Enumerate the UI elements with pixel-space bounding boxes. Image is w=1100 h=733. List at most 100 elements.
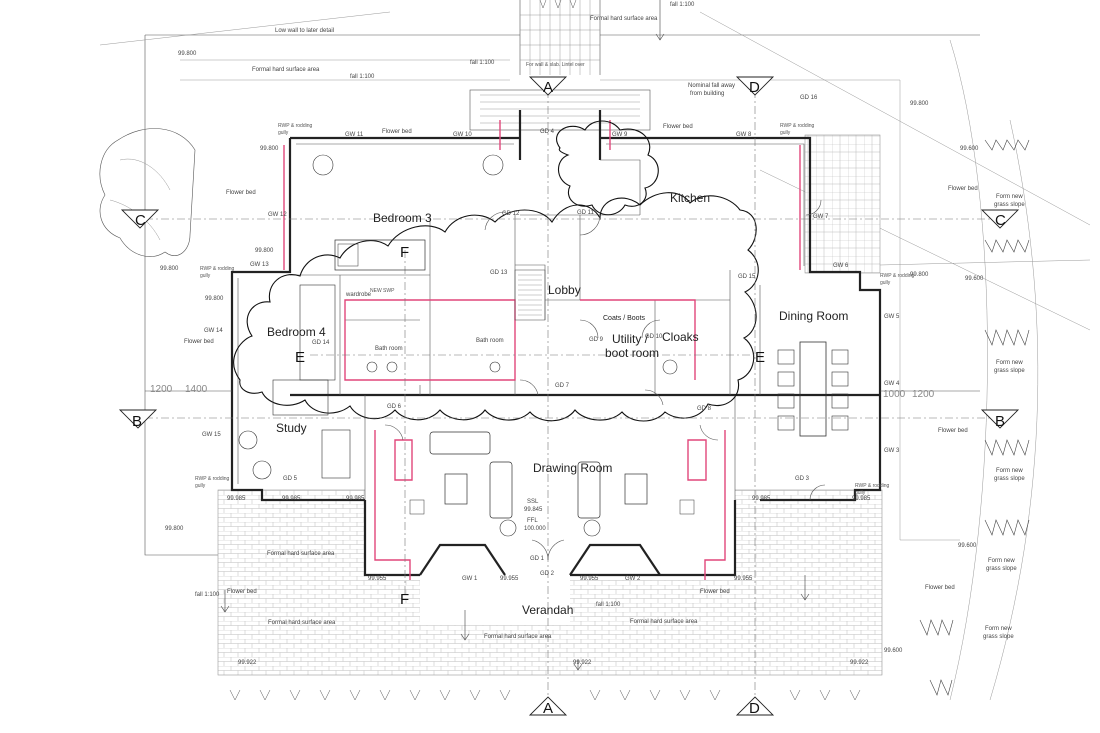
note-grass-1a: Form new	[996, 194, 1023, 200]
note-lintel: For wall & slab. Lintel over	[526, 62, 585, 68]
section-b-left: B	[132, 413, 142, 430]
level-ssl-value: 99.845	[524, 507, 543, 513]
level-11: 99.985	[346, 496, 365, 502]
section-f-top: F	[400, 244, 409, 261]
door-gd16: GD 16	[800, 95, 818, 101]
room-verandah: Verandah	[522, 603, 573, 617]
note-hard-2: Formal hard surface area	[252, 67, 320, 73]
section-d-bottom: D	[749, 700, 760, 717]
bay-windows	[419, 543, 661, 576]
room-dining: Dining Room	[779, 309, 848, 323]
window-gw1: GW 1	[462, 576, 478, 582]
door-gd14: GD 14	[312, 340, 330, 346]
room-study: Study	[276, 421, 307, 435]
entrance-path	[469, 0, 651, 131]
room-bedroom-3: Bedroom 3	[373, 211, 432, 225]
note-grass-3a: Form new	[996, 468, 1023, 474]
level-10: 99.985	[282, 496, 301, 502]
level-24: 99.600	[884, 648, 903, 654]
level-6: 99.800	[910, 101, 929, 107]
section-c-right: C	[995, 212, 1006, 229]
grass-slope-hatch	[919, 139, 1030, 696]
window-gw14: GW 14	[204, 328, 223, 334]
room-lobby: Lobby	[548, 283, 581, 297]
window-gw4: GW 4	[884, 381, 900, 387]
door-gd10: GD 10	[645, 334, 663, 340]
fall-arrows	[220, 0, 810, 671]
window-labels: GW 11 GW 10 GW 9 GW 8 GW 12 GW 13 GW 14 …	[202, 132, 900, 582]
note-rwp-2b: gully	[780, 130, 791, 136]
note-grass-5b: grass slope	[983, 634, 1014, 640]
note-rwp-5b: gully	[195, 483, 206, 489]
level-14: 99.955	[368, 576, 387, 582]
revision-clouds	[233, 120, 759, 422]
note-rwp-3a: RWP & rodding	[880, 273, 914, 279]
note-fall-5: fall 1:100	[670, 2, 695, 8]
level-3: 99.800	[255, 248, 274, 254]
window-gw8: GW 8	[736, 132, 752, 138]
note-flower-1: Flower bed	[382, 129, 412, 135]
room-drawing: Drawing Room	[533, 461, 612, 475]
window-gw5: GW 5	[884, 314, 900, 320]
note-flower-8: Flower bed	[700, 589, 730, 595]
door-gd11: GD 11	[577, 210, 595, 216]
section-f-bottom: F	[400, 591, 409, 608]
note-flower-7: Flower bed	[227, 589, 257, 595]
window-gw2: GW 2	[625, 576, 641, 582]
window-gw9: GW 9	[612, 132, 628, 138]
window-gw12: GW 12	[268, 212, 287, 218]
dim-1200-right: 1200	[912, 389, 935, 400]
window-gw10: GW 10	[453, 132, 472, 138]
annotation-notes: Low wall to later detail Formal hard sur…	[184, 2, 1025, 640]
level-7: 99.800	[910, 272, 929, 278]
door-gd2: GD 2	[540, 571, 555, 577]
dim-1000: 1000	[883, 389, 906, 400]
note-fall-4: fall 1:100	[596, 602, 621, 608]
door-gd9: GD 9	[589, 337, 604, 343]
level-23: 99.600	[958, 543, 977, 549]
note-grass-2a: Form new	[996, 360, 1023, 366]
level-19: 99.922	[573, 660, 592, 666]
note-flower-6: Flower bed	[938, 428, 968, 434]
level-2: 99.800	[260, 146, 279, 152]
note-nominal-2: from building	[690, 91, 724, 97]
door-gd8: GD 8	[697, 406, 712, 412]
note-nominal-1: Nominal fall away	[688, 83, 735, 89]
door-gd5: GD 5	[283, 476, 298, 482]
room-bathroom-1: Bath room	[375, 346, 403, 352]
note-rwp-1b: gully	[278, 130, 289, 136]
door-gd3: GD 3	[795, 476, 810, 482]
note-fall-3: fall 1:100	[195, 592, 220, 598]
level-labels: 99.800 99.800 99.800 99.800 99.800 99.80…	[160, 51, 984, 666]
dim-1200-left: 1200	[150, 384, 173, 395]
level-8: 99.800	[165, 526, 184, 532]
drawing-room-floor	[365, 440, 735, 580]
level-18: 99.922	[238, 660, 257, 666]
level-1: 99.800	[178, 51, 197, 57]
level-16: 99.955	[580, 576, 599, 582]
level-ffl-value: 100.000	[524, 526, 546, 532]
dim-1400: 1400	[185, 384, 208, 395]
level-12: 99.985	[752, 496, 771, 502]
level-5: 99.800	[205, 296, 224, 302]
note-flower-9: Flower bed	[925, 585, 955, 591]
level-ffl-label: FFL	[527, 518, 538, 524]
room-wardrobe: wardrobe	[345, 292, 372, 298]
note-fall-1: fall 1:100	[470, 60, 495, 66]
section-e-right: E	[755, 349, 765, 366]
level-4: 99.800	[160, 266, 179, 272]
note-grass-4a: Form new	[988, 558, 1015, 564]
note-hard-4: Formal hard surface area	[630, 619, 698, 625]
door-gd12: GD 12	[502, 211, 520, 217]
note-flower-5: Flower bed	[184, 339, 214, 345]
door-gd7: GD 7	[555, 383, 570, 389]
section-a-bottom: A	[543, 700, 553, 717]
note-rwp-1a: RWP & rodding	[278, 123, 312, 129]
note-rwp-5a: RWP & rodding	[195, 476, 229, 482]
door-gd4: GD 4	[540, 129, 555, 135]
window-gw6: GW 6	[833, 263, 849, 269]
level-13: 99.985	[852, 496, 871, 502]
note-hard-1: Formal hard surface area	[590, 16, 658, 22]
